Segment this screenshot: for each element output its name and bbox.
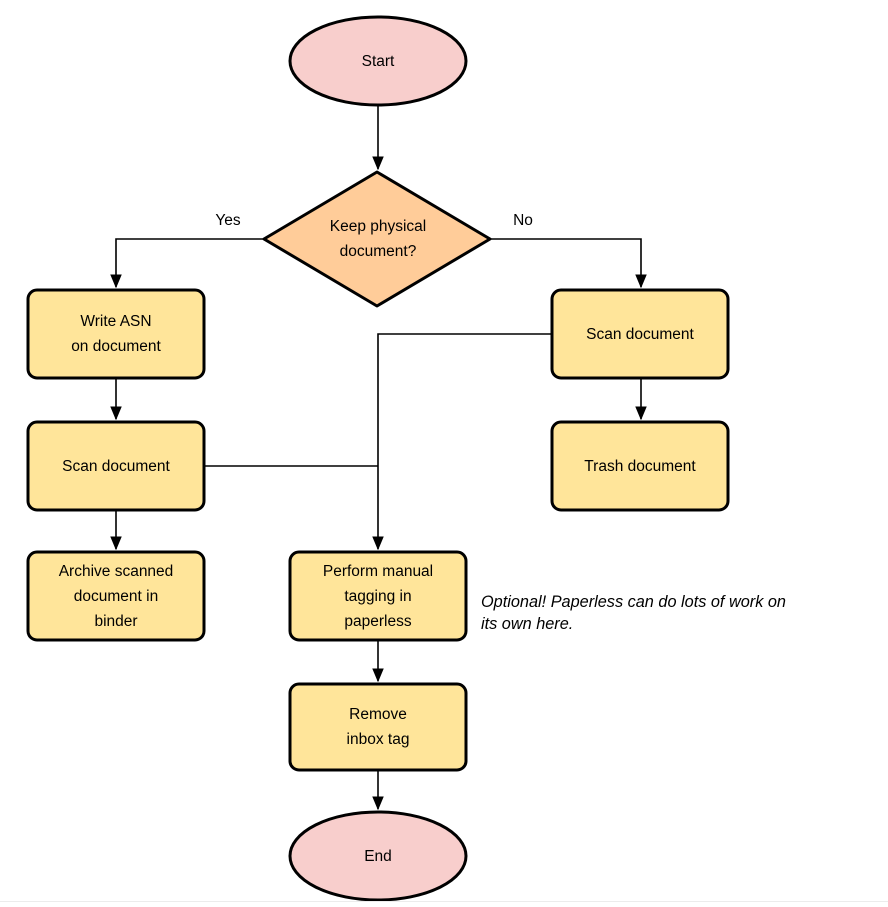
node-trash-shape	[550, 420, 730, 512]
node-archive-shape	[26, 550, 206, 642]
edge-scan-right-to-tagging	[378, 333, 552, 549]
optional-note: Optional! Paperless can do lots of work …	[481, 593, 786, 633]
node-start-shape	[288, 15, 468, 107]
node-end-shape	[288, 810, 468, 902]
node-decision-shape	[262, 170, 492, 308]
node-scan-left-shape	[26, 420, 206, 512]
bottom-hairline	[0, 901, 888, 902]
edge-label-no: No	[513, 212, 533, 229]
node-shapes	[26, 15, 730, 902]
edges	[116, 105, 641, 809]
node-remove-inbox-shape	[288, 682, 468, 772]
edge-decision-no-to-scan-right	[490, 238, 641, 287]
node-scan-right-shape	[550, 288, 730, 380]
edge-decision-yes-to-write-asn	[116, 238, 264, 287]
edge-label-yes: Yes	[215, 212, 241, 229]
node-tagging-shape	[288, 550, 468, 642]
node-write-asn-shape	[26, 288, 206, 380]
